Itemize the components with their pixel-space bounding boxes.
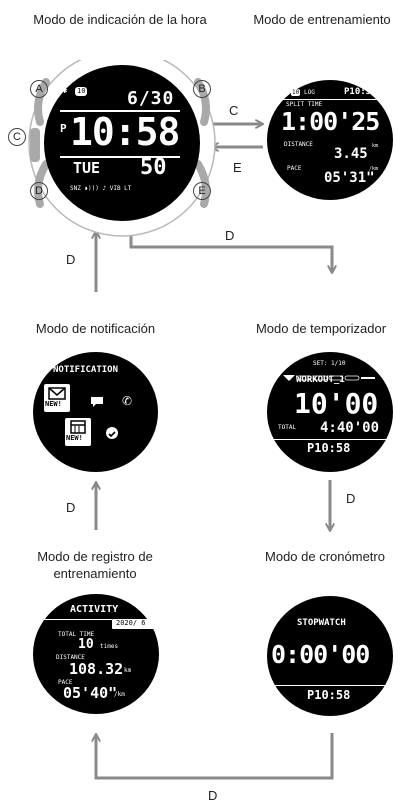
- total-time-label: TOTAL TIME: [58, 631, 95, 638]
- timer-value: 10'00: [294, 387, 379, 420]
- transition-label-d: D: [208, 788, 218, 803]
- transition-label-d: D: [225, 228, 235, 243]
- pm-indicator: P: [60, 122, 67, 135]
- notification-watch-face: [33, 352, 158, 472]
- total-label: TOTAL: [278, 424, 297, 431]
- bluetooth-icon: ✱: [50, 360, 55, 368]
- pace-label: PACE: [287, 165, 302, 172]
- pace-label: PACE: [58, 679, 73, 686]
- message-icon: [90, 395, 104, 413]
- workout-label: WORKOUT_1: [296, 375, 345, 385]
- label-timekeeping-mode: Modo de indicación de la hora: [33, 12, 207, 27]
- divider: [272, 439, 388, 440]
- activity-title: ACTIVITY: [70, 604, 119, 615]
- bluetooth-icon: ✱: [282, 88, 287, 96]
- distance-value: 108.32: [69, 660, 124, 678]
- bluetooth-icon: ✱: [280, 359, 285, 367]
- transition-label-d: D: [66, 500, 76, 515]
- transition-label-c: C: [229, 103, 239, 118]
- label-timer-mode: Modo de temporizador: [255, 321, 387, 336]
- distance-value: 3.45: [334, 146, 368, 162]
- total-value: 4:40'00: [320, 420, 380, 436]
- bluetooth-icon: ✱: [45, 603, 50, 611]
- divider: [272, 685, 388, 686]
- arrow-d-to-timer: [129, 232, 332, 272]
- label-stopwatch-mode: Modo de cronómetro: [265, 549, 385, 564]
- times-unit: times: [100, 643, 119, 650]
- set-progress-bar: [283, 368, 383, 381]
- button-e-label[interactable]: E: [193, 182, 211, 200]
- watch-outline: [28, 60, 216, 237]
- check-icon: [106, 427, 118, 439]
- pace-unit: /km: [114, 691, 125, 698]
- bluetooth-icon: ✱: [283, 606, 288, 614]
- label-workout-log-mode: Modo de registro de entrenamiento: [37, 549, 153, 581]
- date-display: 6/30: [127, 88, 175, 109]
- divider: [60, 156, 180, 158]
- split-time-value: 1:00'25: [281, 107, 380, 136]
- clock-display: P10:58: [307, 688, 351, 702]
- divider: [60, 110, 180, 112]
- clock-display: P10:58: [344, 87, 377, 97]
- distance-label: DISTANCE: [284, 141, 313, 148]
- calendar-icon: NEW!: [65, 418, 91, 446]
- button-b-label[interactable]: B: [193, 80, 211, 98]
- badge-icon: 10: [291, 89, 301, 96]
- seconds-display: 50: [140, 155, 167, 180]
- times-value: 10: [78, 637, 94, 652]
- phone-icon: ✆: [122, 394, 133, 408]
- divider: [280, 99, 380, 100]
- mail-icon: NEW!: [44, 384, 70, 412]
- training-watch-face: [267, 80, 393, 200]
- stopwatch-title: STOPWATCH: [297, 618, 346, 628]
- split-time-label: SPLIT TIME: [286, 101, 323, 108]
- pace-value: 05'40": [63, 684, 118, 702]
- clock-display: P10:58: [307, 441, 351, 455]
- day-display: TUE: [73, 159, 101, 177]
- transition-label-e: E: [233, 160, 242, 175]
- activity-watch-face: [33, 594, 159, 714]
- transition-label-d: D: [66, 252, 76, 267]
- badge-icon: 10: [75, 87, 88, 96]
- distance-unit: km: [124, 667, 132, 674]
- new-badge: NEW!: [45, 400, 62, 408]
- activity-date: 2020/ 6: [116, 619, 146, 627]
- indicator-row: SNZ ◗))) ♪ VIB LT: [70, 185, 132, 192]
- log-indicator: LOG: [304, 89, 315, 96]
- bluetooth-icon: ✱: [62, 86, 68, 96]
- new-badge: NEW!: [66, 434, 83, 442]
- button-d-label[interactable]: D: [30, 182, 48, 200]
- divider: [40, 619, 112, 620]
- main-time: 10:58: [70, 110, 180, 154]
- arrow-d-loop: [96, 733, 334, 780]
- button-a-label[interactable]: A: [30, 80, 48, 98]
- notification-title: NOTIFICATION: [53, 365, 119, 375]
- pace-unit: /km: [369, 166, 379, 172]
- distance-unit: km: [372, 143, 379, 149]
- stopwatch-value: 0:00'00: [271, 640, 370, 669]
- set-label: SET: 1/10: [313, 360, 346, 367]
- button-c-label[interactable]: C: [8, 128, 26, 146]
- timer-watch-face: [267, 352, 393, 472]
- stopwatch-watch-face: [267, 596, 393, 716]
- pace-value: 05'31": [324, 170, 375, 186]
- date-tab: [112, 619, 154, 629]
- distance-label: DISTANCE: [56, 654, 85, 661]
- label-training-mode: Modo de entrenamiento: [253, 12, 391, 27]
- transition-label-d: D: [346, 491, 356, 506]
- label-notification-mode: Modo de notificación: [35, 321, 156, 336]
